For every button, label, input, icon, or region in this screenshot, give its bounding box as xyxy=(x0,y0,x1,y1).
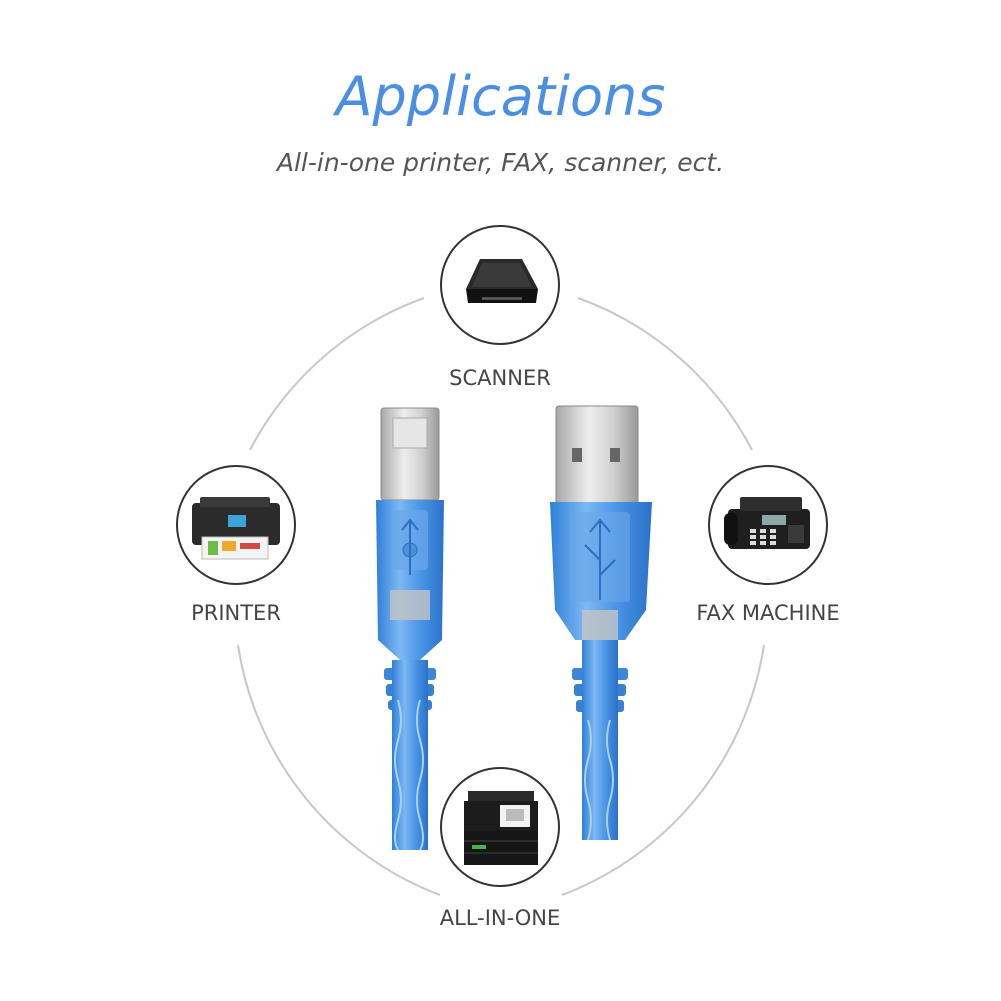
all-in-one-label: ALL-IN-ONE xyxy=(439,906,561,930)
usb-a-connector xyxy=(550,405,652,841)
printer-node xyxy=(176,465,296,585)
fax-machine-node xyxy=(708,465,828,585)
scanner-node xyxy=(440,225,560,345)
page-subtitle: All-in-one printer, FAX, scanner, ect. xyxy=(276,148,725,177)
page-title: Applications xyxy=(335,65,666,128)
usb-b-connector xyxy=(376,407,444,851)
multifunction-printer-icon xyxy=(464,791,538,865)
printer-label: PRINTER xyxy=(191,601,281,625)
all-in-one-node xyxy=(440,767,560,887)
scanner-label: SCANNER xyxy=(449,366,551,390)
fax-machine-icon xyxy=(724,497,810,549)
printer-icon xyxy=(192,497,280,560)
fax-machine-label: FAX MACHINE xyxy=(696,601,840,625)
scanner-icon xyxy=(466,259,538,303)
